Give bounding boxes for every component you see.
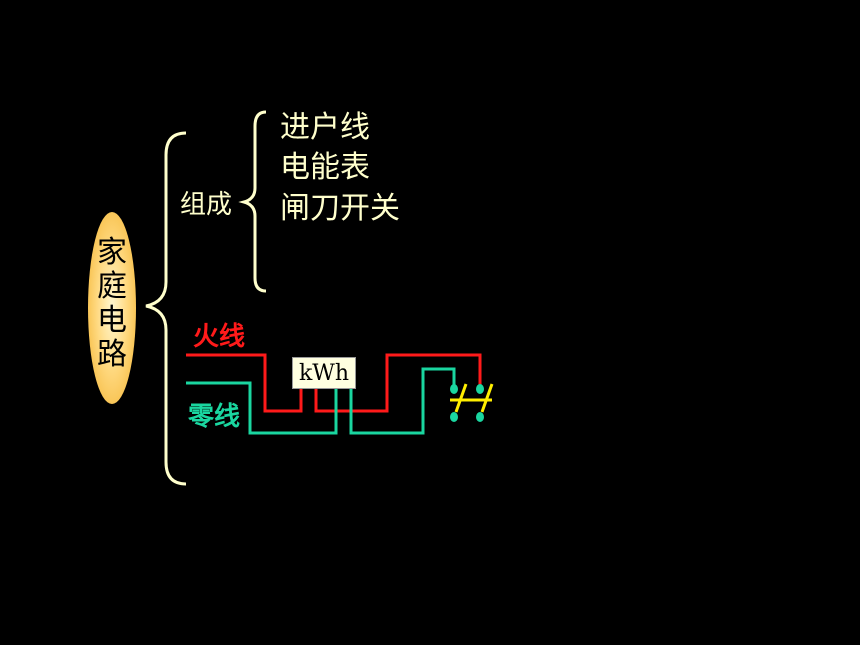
live-wire-in [186, 353, 303, 413]
component-item: 闸刀开关 [280, 191, 400, 226]
component-brace [238, 110, 267, 293]
component-item: 进户线 [280, 110, 370, 145]
neutral-wire-out [349, 367, 456, 435]
topic-char: 路 [97, 337, 127, 372]
title-oval [88, 212, 136, 404]
topic-char: 电 [97, 303, 127, 338]
switch-contact [450, 412, 458, 422]
live-wire-label: 火线 [193, 322, 246, 352]
topic-char: 家 [97, 235, 127, 270]
switch-blade [454, 383, 468, 413]
composition-label: 组成 [180, 190, 233, 220]
topic-title: 家 庭 电 路 [88, 236, 136, 372]
main-brace [145, 131, 187, 486]
switch-contact [450, 384, 458, 394]
neutral-wire-label: 零线 [188, 402, 241, 432]
switch-contact [476, 412, 484, 422]
switch-contact [476, 384, 484, 394]
topic-char: 庭 [97, 269, 127, 304]
neutral-wire-in [186, 381, 338, 435]
switch-blade [480, 383, 494, 413]
component-item: 电能表 [280, 150, 370, 185]
energy-meter-label: kWh [298, 361, 350, 386]
energy-meter-box [292, 357, 356, 389]
live-wire-out [314, 353, 482, 413]
